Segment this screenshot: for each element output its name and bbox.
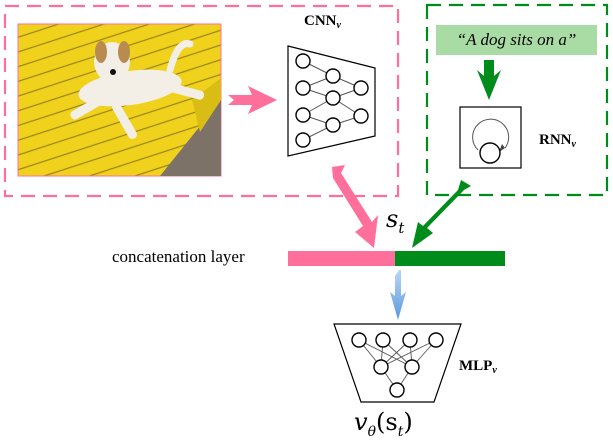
dog-image — [17, 23, 222, 177]
concat-layer-pink-segment — [288, 251, 395, 266]
arrow-concat-to-mlp — [390, 270, 406, 320]
mlp-network-icon — [333, 323, 462, 403]
arrow-cnn-to-concat — [332, 165, 378, 248]
language-module-box — [425, 3, 609, 197]
arrow-sentence-to-rnn — [477, 60, 501, 100]
cnn-label: CNNv — [304, 13, 341, 31]
arrow-rnn-to-concat — [412, 180, 471, 248]
input-sentence: “A dog sits on a” — [436, 25, 597, 55]
mlp-label: MLPv — [459, 358, 497, 376]
concat-layer-green-segment — [395, 251, 505, 266]
cnn-network-icon — [287, 45, 376, 157]
state-label: st — [386, 205, 405, 237]
value-function-label: vθ(st) — [354, 408, 413, 440]
concatenation-layer-label: concatenation layer — [112, 247, 245, 266]
arrow-image-to-cnn — [228, 86, 277, 114]
vision-module-box — [3, 4, 400, 198]
rnn-label: RNNv — [539, 132, 576, 150]
rnn-cell-icon — [459, 106, 522, 169]
